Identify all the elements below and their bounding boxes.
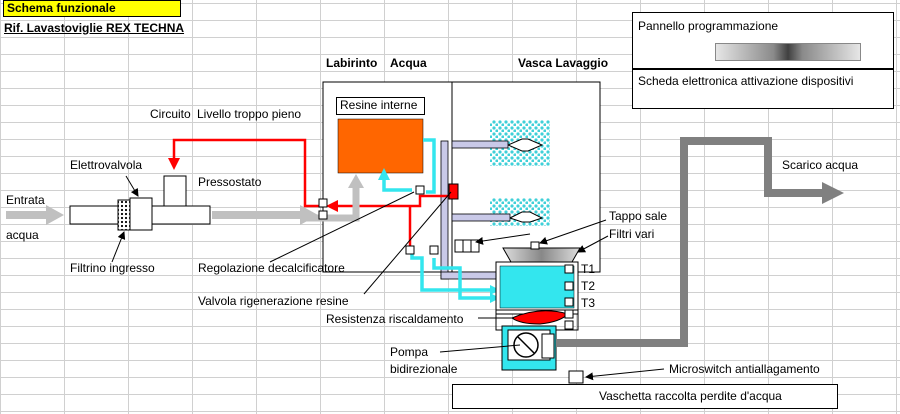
label-pressostato: Pressostato [198,175,262,189]
red-regen-arrow-head [326,200,338,212]
vaschetta-raccolta: Vaschetta raccolta perdite d'acqua [452,384,838,409]
label-labirinto: Labirinto [326,56,378,70]
leader-tappo-sale [539,219,607,245]
flow-to-resine-head [348,174,364,188]
label-t1: T1 [581,262,596,276]
label-circuito: Circuito [150,107,191,121]
label-resistenza: Resistenza riscaldamento [326,312,464,326]
leader-filtrino [111,231,126,263]
leader-elettrovalvola [125,175,139,197]
label-vaschetta: Vaschetta raccolta perdite d'acqua [599,389,782,403]
sensor-4 [564,309,574,319]
feed-pipe-to-pump [440,271,498,280]
filtrino-icon [117,199,131,231]
filtri-vari-icon [502,247,581,263]
leader-filtri-vari [577,235,609,253]
label-filtri-vari: Filtri vari [609,227,655,241]
cyan-arrow-head-2 [490,293,500,303]
connector-1 [318,198,328,208]
pannello-title: Pannello programmazione [638,19,779,33]
sensor-t1 [564,264,574,274]
cyan-line-pump-feed [432,258,497,300]
tank-water [499,265,575,309]
label-filtrino: Filtrino ingresso [70,261,155,275]
inlet-pipe [69,205,119,225]
red-regeneration-line [330,194,449,208]
label-valvola: Valvola rigenerazione resine [198,294,349,308]
label-scarico: Scarico acqua [782,158,859,172]
pump-motor [541,333,555,359]
label-entrata: Entrata [6,193,45,207]
elettrovalvola-body [129,197,153,231]
upper-arm-pipe [451,140,509,149]
lower-arm-pipe [451,213,511,222]
flow-to-resine [304,186,360,222]
cyan-line-top [423,138,436,194]
valve-outlet-pipe [151,205,211,225]
leader-microswitch [585,368,665,381]
upper-spray-arm-icon [506,138,544,152]
sensor-t3 [564,297,574,307]
page-title: Schema funzionale [3,0,181,17]
label-vasca-lavaggio: Vasca Lavaggio [518,56,609,70]
regeneration-valve-icon [448,183,459,200]
microswitch-icon [568,370,584,384]
drain-arrow-head [822,182,844,204]
resistenza-icon [511,310,569,325]
cyan-top-arrow [382,178,412,192]
label-acqua-inlet: acqua [6,228,39,242]
label-tappo-sale: Tappo sale [609,209,668,223]
leader-valvola [363,191,452,295]
salt-valve-cluster [454,239,480,253]
resine-block [337,118,424,174]
pressostato-icon [163,175,187,207]
pump-icon-blade [517,336,535,354]
cyan-arrow-head-1 [490,285,500,295]
drain-pipe [556,137,825,347]
label-resine-interne: Resine interne [336,97,425,115]
label-t3: T3 [581,296,596,310]
red-overflow-circuit [172,138,319,208]
tappo-sale-icon [530,241,540,250]
leader-salt-valve [475,233,531,245]
label-regolazione: Regolazione decalcificatore [198,261,345,275]
label-t2: T2 [581,279,596,293]
label-elettrovalvola: Elettrovalvola [70,158,143,172]
lower-spray-arm-icon [508,211,544,223]
cyan-line-bottom [410,250,497,292]
page-subtitle: Rif. Lavastoviglie REX TECHNA [4,21,185,35]
connector-4 [405,245,415,255]
label-microswitch: Microswitch antiallagamento [669,362,820,376]
inlet-arrow-head [46,205,64,225]
pannello-display [715,43,861,61]
connector-2 [318,210,328,220]
vertical-feed-pipe [440,140,449,280]
leader-pompa [439,344,521,353]
leader-regolazione [269,191,415,263]
scheda-elettronica: Scheda elettronica attivazione dispositi… [632,69,894,109]
red-circuit-arrow-head [168,158,180,170]
label-pompa-2: bidirezionale [390,362,458,376]
connector-5 [429,245,439,255]
sensor-t2 [564,281,574,291]
label-acqua-section: Acqua [390,56,427,70]
sensor-5 [564,320,574,330]
pannello-programmazione: Pannello programmazione [632,12,894,69]
label-pompa-1: Pompa [390,345,429,359]
inlet-flow-arrow [6,211,48,219]
label-livello: Livello troppo pieno [197,107,302,121]
flow-to-labirinto [212,211,302,219]
connector-3 [415,185,425,195]
cyan-top-arrow-head [378,168,390,180]
